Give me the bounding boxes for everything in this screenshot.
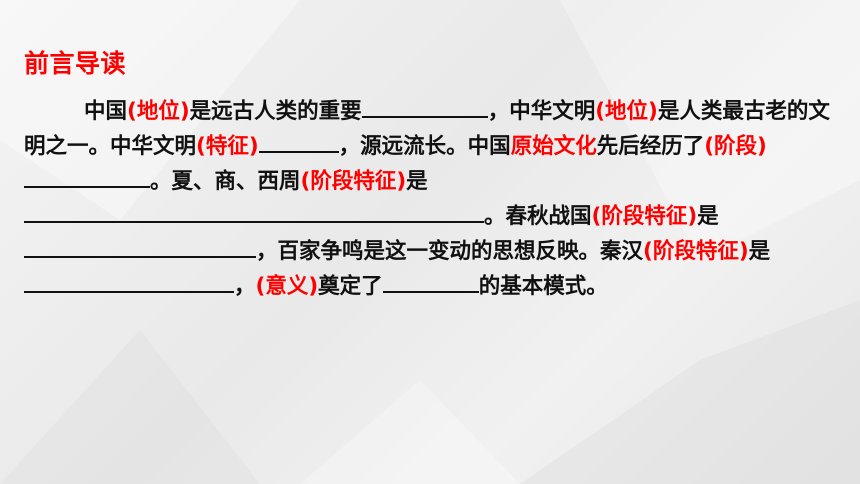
fill-in-blank	[361, 94, 488, 118]
paragraph-text: ，百家争鸣是这一变动的思想反映。秦汉	[256, 239, 644, 264]
paragraph-text: 。夏、商、西周	[150, 169, 301, 194]
fill-in-blank	[258, 129, 339, 153]
keyword-highlight: (阶段)	[704, 134, 767, 159]
paragraph-text: 的基本模式。	[478, 274, 608, 299]
paragraph-text: 中国	[84, 99, 128, 124]
paragraph-text: ，中华文明	[487, 99, 596, 124]
keyword-highlight: (意义)	[255, 274, 319, 299]
fill-in-blank	[24, 164, 150, 188]
fill-in-blank	[24, 234, 256, 258]
slide-title: 前言导读	[24, 49, 127, 78]
paragraph-text: 是远古人类的重要	[189, 99, 362, 124]
paragraph-text: 是人类最古老的文明之一。中华文明	[24, 99, 830, 159]
keyword-highlight: (阶段特征)	[643, 239, 749, 264]
keyword-highlight: 原始文化	[510, 134, 597, 159]
paragraph-text: 。春秋战国	[484, 204, 592, 229]
paragraph-text: 是	[748, 239, 771, 264]
fill-in-blank	[24, 199, 484, 223]
fill-in-blank	[382, 269, 479, 293]
paragraph-text: ，	[234, 274, 256, 299]
keyword-highlight: (地位)	[127, 99, 190, 124]
paragraph-text: 是	[697, 204, 719, 229]
keyword-highlight: (特征)	[196, 134, 259, 159]
paragraph-text: 是	[406, 169, 428, 194]
keyword-highlight: (阶段特征)	[591, 204, 698, 229]
keyword-highlight: (阶段特征)	[300, 169, 407, 194]
keyword-highlight: (地位)	[595, 99, 658, 124]
intro-paragraph: 中国(地位)是远古人类的重要，中华文明(地位)是人类最古老的文明之一。中华文明(…	[24, 94, 830, 304]
fill-in-blank	[24, 269, 234, 293]
paragraph-text: 奠定了	[318, 274, 383, 299]
paragraph-text: 先后经历了	[596, 134, 705, 159]
paragraph-text: ，源远流长。中国	[338, 134, 511, 159]
